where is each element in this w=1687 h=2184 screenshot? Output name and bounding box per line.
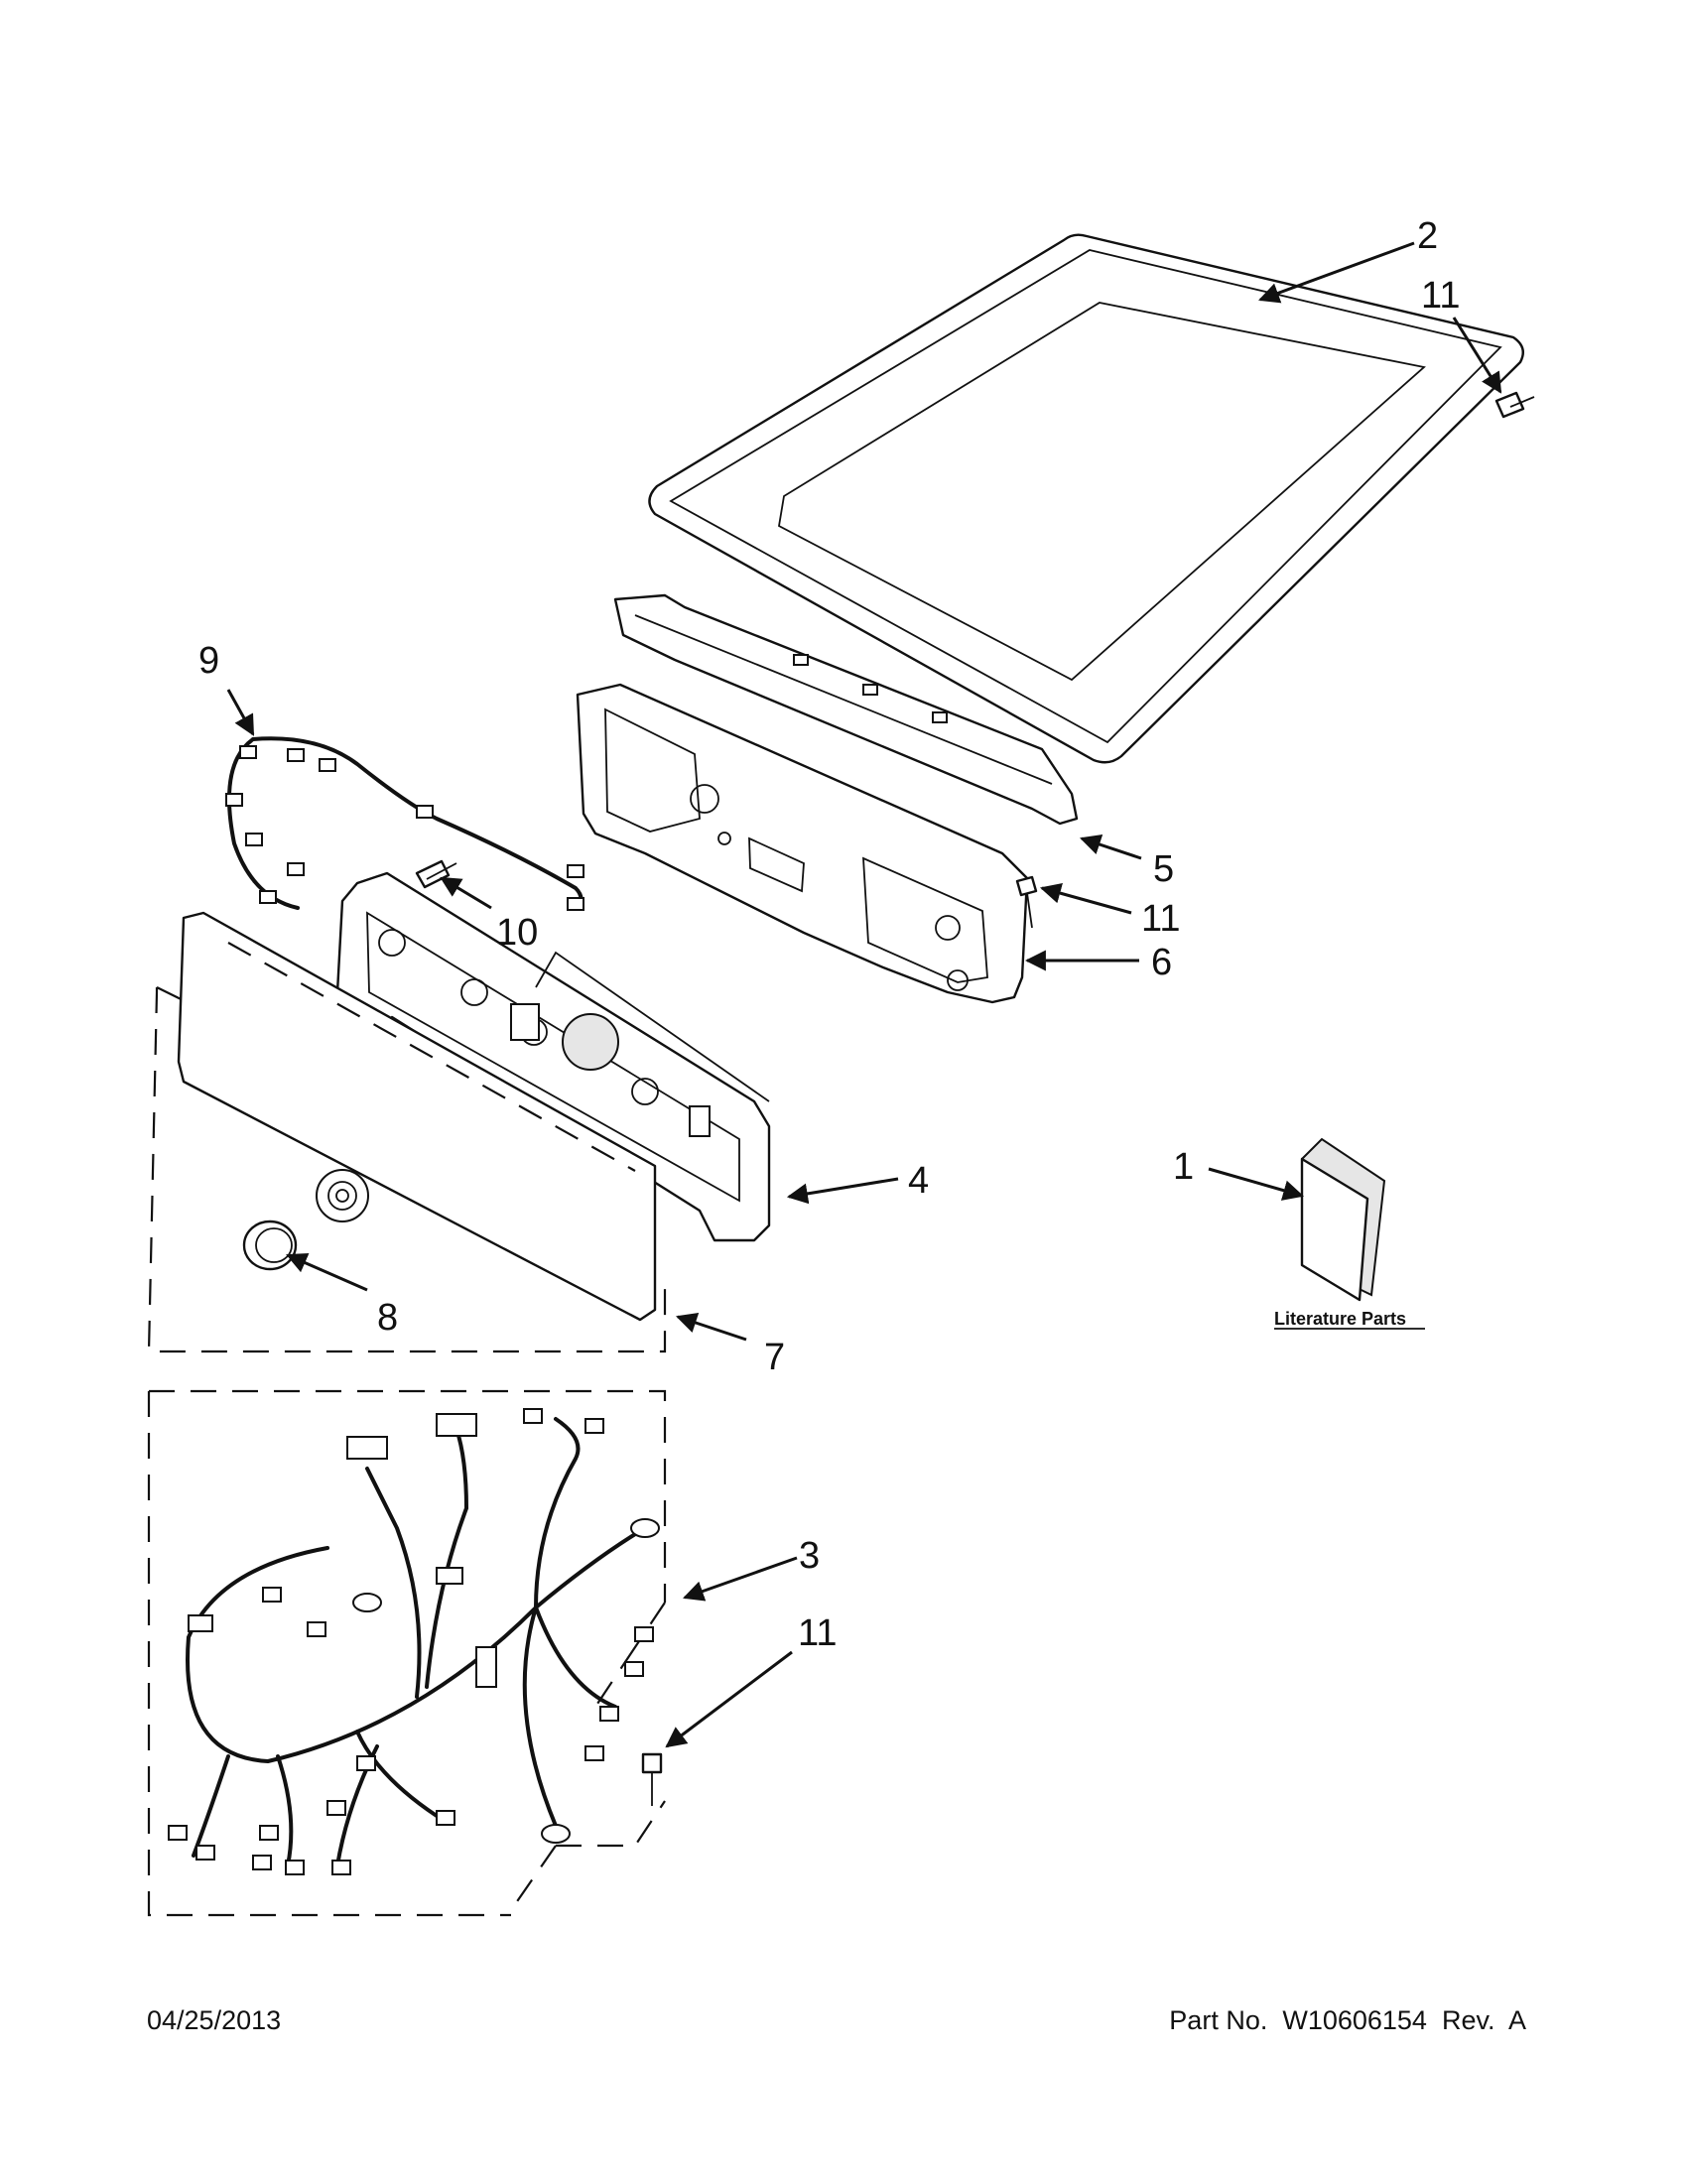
console-bracket [613,593,1079,826]
callout-8: 8 [377,1297,398,1339]
callout-7: 7 [764,1337,785,1378]
callout-11-top: 11 [1421,275,1460,317]
callout-10: 10 [496,912,538,954]
callout-5: 5 [1153,848,1174,890]
literature-book [1300,1137,1386,1302]
console-rear-frame [576,683,1029,1004]
callout-6: 6 [1151,942,1172,983]
footer-part-number: Part No. W10606154 Rev. A [1169,2005,1526,2035]
screw-11-top [1494,391,1535,419]
literature-parts-label: Literature Parts [1274,1309,1406,1329]
main-wire-harness [147,1389,667,1917]
screw-10 [415,859,457,889]
leader-arrows [226,241,1502,1748]
callout-labels: 2 11 9 5 11 10 6 4 1 8 7 3 11 [198,215,1460,1654]
callout-4: 4 [908,1160,929,1202]
callout-3: 3 [799,1535,820,1577]
screw-11-bottom [641,1752,663,1806]
callout-11-mid: 11 [1141,898,1180,940]
top-panel [648,233,1524,764]
callout-11-bottom: 11 [798,1612,837,1654]
screw-11-mid [1015,875,1038,929]
console-wire-harness [225,736,584,911]
footer-date: 04/25/2013 [147,2005,281,2035]
callout-9: 9 [198,640,219,682]
callout-1: 1 [1173,1146,1194,1188]
knob [242,1220,298,1271]
callout-2: 2 [1417,215,1438,257]
control-panel-group [147,911,667,1353]
